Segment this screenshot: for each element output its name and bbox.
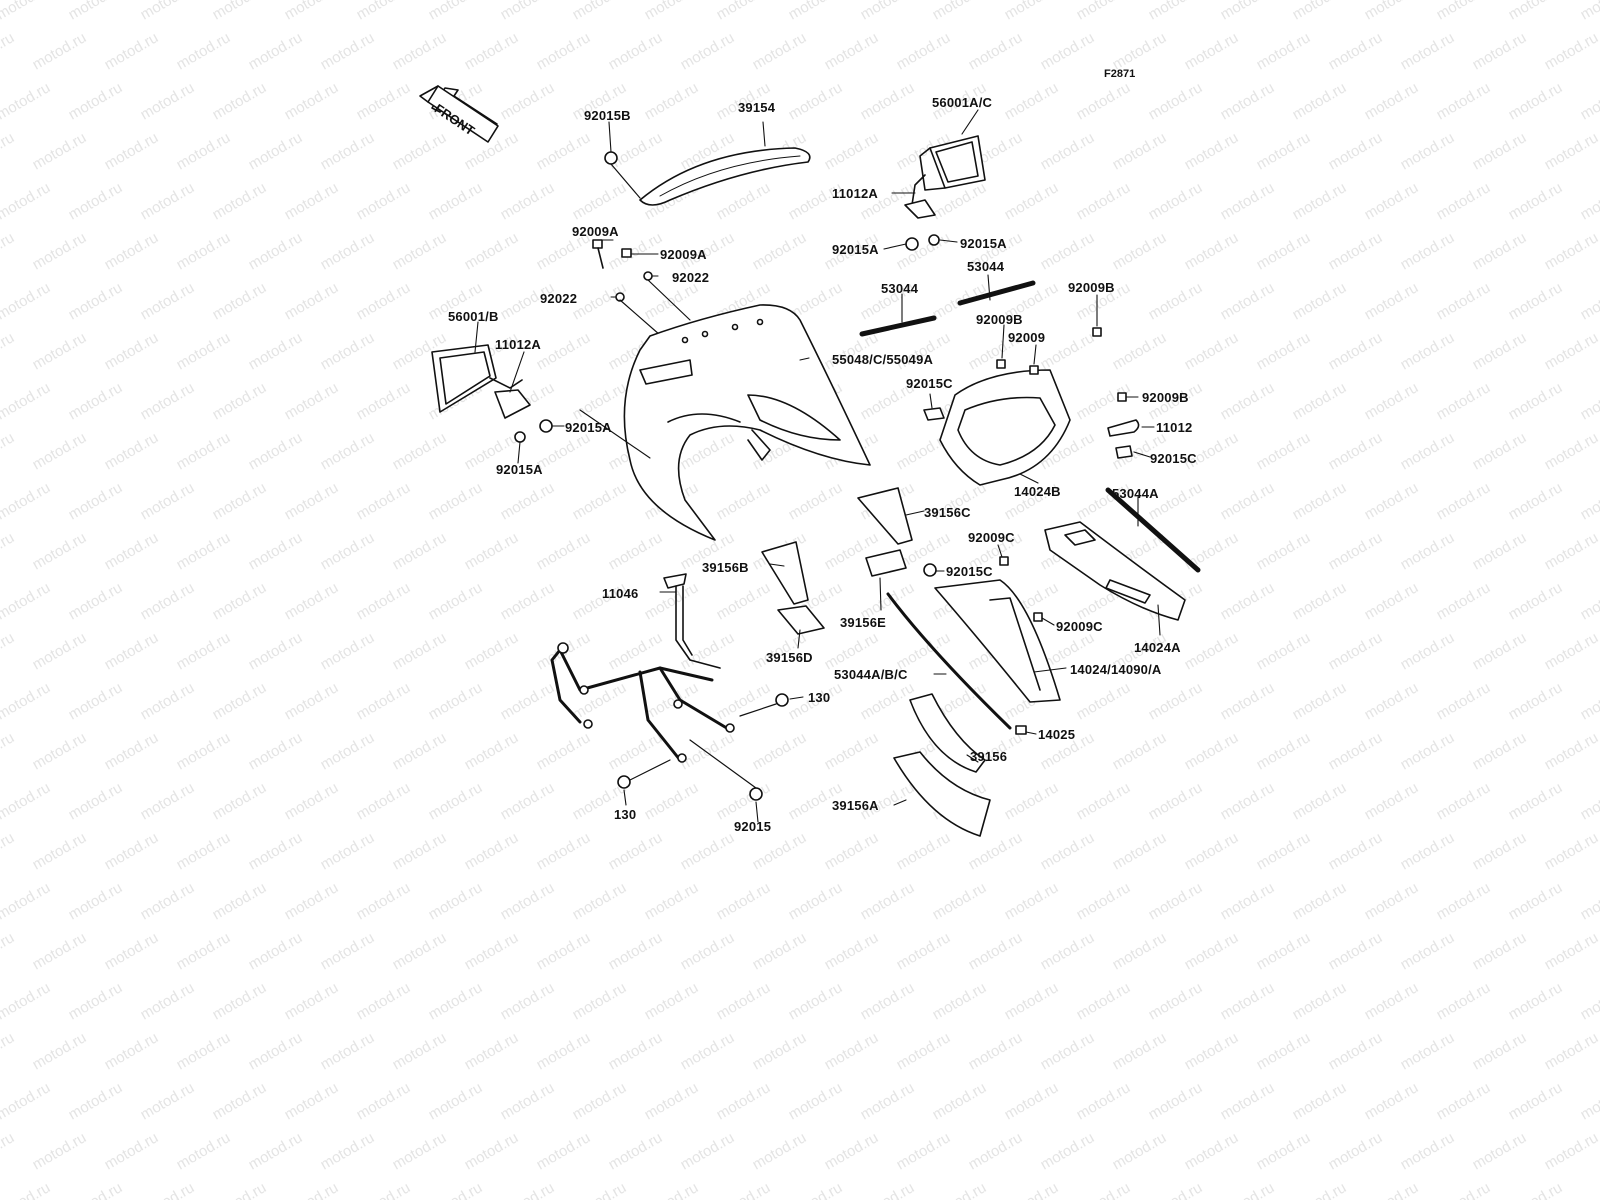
label-92015A-left-1: 92015A: [565, 420, 612, 435]
part-92015-nut: [749, 787, 763, 801]
part-92009B-bolt-1: [1092, 327, 1102, 337]
label-92009C-1: 92009C: [968, 530, 1015, 545]
part-14024A-brace: [1044, 521, 1186, 621]
part-14025-clip: [1015, 725, 1027, 735]
label-55048: 55048/C/55049A: [832, 352, 934, 367]
part-39156D-pad: [777, 605, 825, 635]
part-92009A-bolt-2: [621, 248, 632, 258]
label-56001AC: 56001A/C: [932, 95, 993, 110]
label-92022-2: 92022: [540, 291, 578, 306]
label-92009A-2: 92009A: [660, 247, 707, 262]
part-14024B-inner-panel: [939, 369, 1071, 486]
part-92015C-nut: [923, 563, 937, 577]
part-92015C-clip-2: [1115, 445, 1133, 459]
label-130-1: 130: [808, 690, 831, 705]
part-92015A-left-nut-2: [514, 431, 526, 443]
label-39154: 39154: [738, 100, 776, 115]
label-92015C-2: 92015C: [1150, 451, 1197, 466]
part-92015A-right-nut-1: [905, 237, 919, 251]
label-92009A-1: 92009A: [572, 224, 619, 239]
part-92015A-right-nut-2: [928, 234, 940, 246]
label-53044A: 53044A: [1112, 486, 1159, 501]
label-11046: 11046: [602, 586, 639, 601]
part-55048-upper-fairing: [623, 304, 871, 541]
part-53044-strip-2: [957, 280, 1036, 306]
part-92009-bolt: [1029, 365, 1039, 375]
label-53044-2: 53044: [967, 259, 1005, 274]
part-11012-bracket: [1107, 419, 1140, 437]
label-11012: 11012: [1156, 420, 1193, 435]
part-92009C-bolt-2: [1033, 612, 1043, 622]
label-130-2: 130: [614, 807, 637, 822]
part-53044ABC-strip: [886, 592, 1012, 730]
label-92015A-left-2: 92015A: [496, 462, 543, 477]
label-53044-1: 53044: [881, 281, 919, 296]
diagram-code: F2871: [1104, 68, 1136, 80]
label-39156E: 39156E: [840, 615, 887, 630]
label-14025: 14025: [1038, 727, 1076, 742]
part-53044-strip-1: [859, 315, 937, 337]
label-92015C-3: 92015C: [946, 564, 993, 579]
part-92015A-left-nut-1: [539, 419, 553, 433]
label-92015C-1: 92015C: [906, 376, 953, 391]
label-92015B: 92015B: [584, 108, 631, 123]
label-39156A: 39156A: [832, 798, 879, 813]
part-39154-windscreen: [639, 147, 811, 206]
label-92015A-right-2: 92015A: [960, 236, 1007, 251]
label-11012A-right: 11012A: [832, 186, 879, 201]
label-92015A-right-1: 92015A: [832, 242, 879, 257]
part-92009B-bolt-3: [1117, 392, 1127, 402]
part-39156B-pad: [761, 541, 809, 605]
part-92009B-bolt-2: [996, 359, 1006, 369]
label-39156C: 39156C: [924, 505, 971, 520]
part-130-bolt-1: [775, 693, 789, 707]
part-14024-lower-cowl: [934, 579, 1061, 703]
label-39156: 39156: [970, 749, 1008, 764]
label-14024A: 14024A: [1134, 640, 1181, 655]
label-92009: 92009: [1008, 330, 1046, 345]
part-39156C-pad: [857, 487, 913, 545]
label-11012A-left: 11012A: [495, 337, 542, 352]
label-14024-14090A: 14024/14090/A: [1070, 662, 1162, 677]
label-92022-1: 92022: [672, 270, 710, 285]
label-92009C-2: 92009C: [1056, 619, 1103, 634]
label-39156D: 39156D: [766, 650, 813, 665]
label-92009B-3: 92009B: [1142, 390, 1189, 405]
label-14024B: 14024B: [1014, 484, 1061, 499]
part-92022-grommet-1: [643, 271, 653, 281]
part-39156E-pad: [865, 549, 907, 577]
label-92015: 92015: [734, 819, 772, 834]
part-92009A-bolt-1: [592, 239, 603, 249]
part-39156-pad: [909, 693, 986, 773]
part-56001B-left-mirror: [431, 344, 531, 419]
part-39156A-pad: [893, 751, 991, 837]
part-56001AC-right-mirror: [904, 135, 986, 219]
label-39156B: 39156B: [702, 560, 749, 575]
part-130-bolt-2: [617, 775, 631, 789]
part-92015C-clip-1: [923, 407, 945, 421]
part-11046-bracket-stay: [550, 573, 735, 763]
label-53044ABC: 53044A/B/C: [834, 667, 908, 682]
part-53044A-strip: [1105, 487, 1201, 573]
label-92009B-1: 92009B: [1068, 280, 1115, 295]
label-92009B-2: 92009B: [976, 312, 1023, 327]
part-92009C-bolt-1: [999, 556, 1009, 566]
front-arrow-icon: [419, 85, 499, 143]
part-92015B-nut: [604, 151, 618, 165]
label-56001B: 56001/B: [448, 309, 499, 324]
